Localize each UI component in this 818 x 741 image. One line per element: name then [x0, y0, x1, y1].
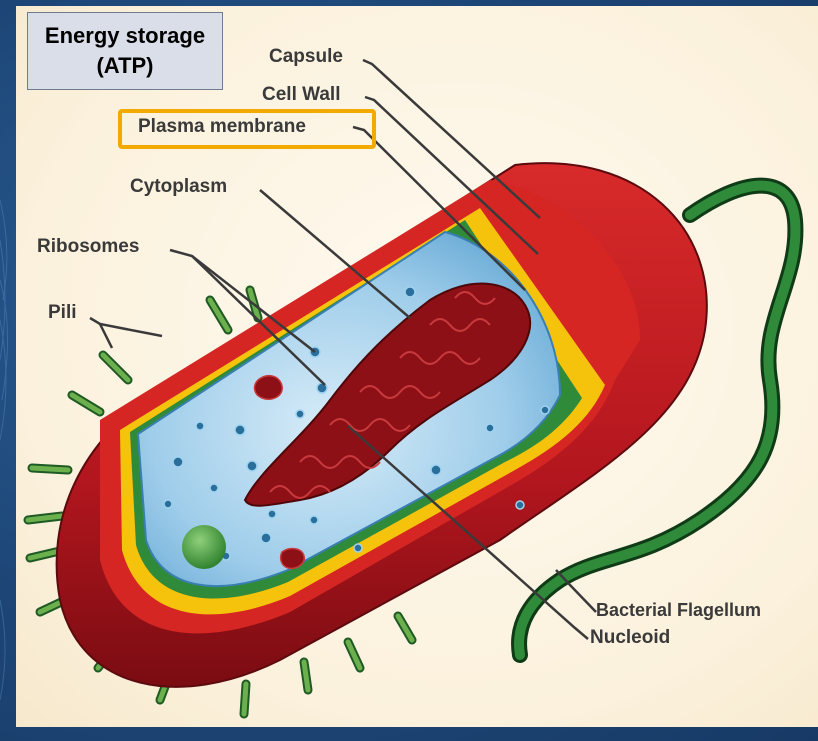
energy-storage-callout: Energy storage (ATP) [27, 12, 223, 90]
label-pili: Pili [48, 302, 77, 324]
callout-line-2: (ATP) [96, 51, 153, 81]
label-plasma-membrane: Plasma membrane [138, 116, 306, 138]
label-cytoplasm: Cytoplasm [130, 176, 227, 198]
label-capsule: Capsule [269, 46, 343, 68]
label-bacterial-flagellum: Bacterial Flagellum [596, 600, 761, 621]
storage-granule [182, 525, 226, 569]
callout-line-1: Energy storage [45, 21, 205, 51]
label-ribosomes: Ribosomes [37, 236, 139, 258]
label-cell-wall: Cell Wall [262, 84, 340, 106]
label-nucleoid: Nucleoid [590, 627, 670, 649]
